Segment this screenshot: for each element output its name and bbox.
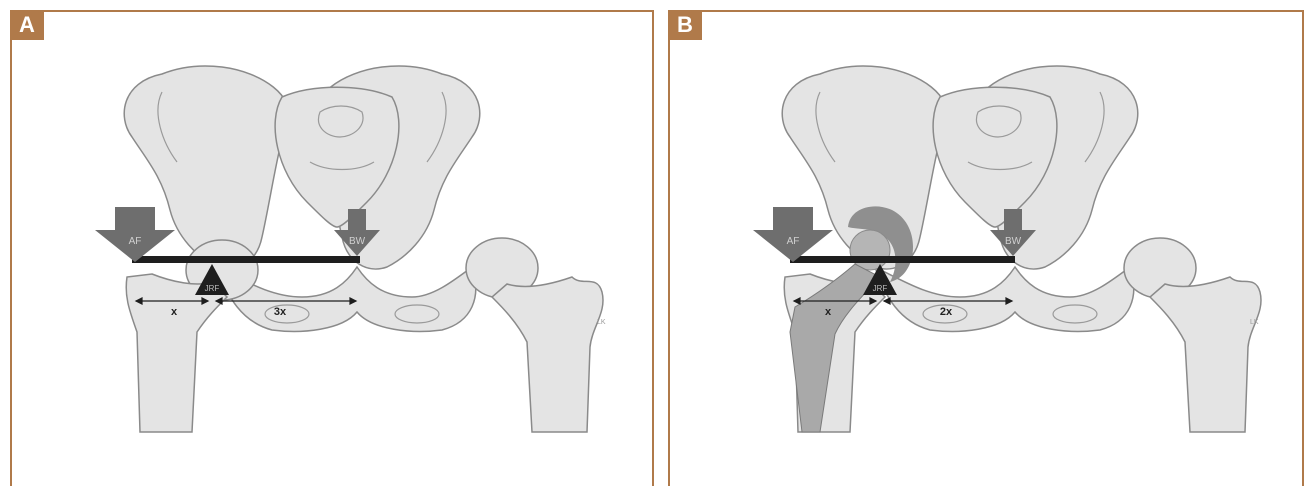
pelvis-lever-diagram-a: AF BW JRF x 3x LK xyxy=(12,12,652,488)
x-distance-label: x xyxy=(171,306,178,318)
y-distance-label: 2x xyxy=(940,306,953,318)
jrf-label: JRF xyxy=(205,284,220,293)
jrf-label: JRF xyxy=(873,284,888,293)
panel-b: B AF BW JRF xyxy=(668,10,1304,486)
panel-a: A xyxy=(10,10,654,486)
pelvis-illustration xyxy=(124,66,603,432)
pelvis-lever-diagram-b: AF BW JRF x 2x LK xyxy=(670,12,1302,488)
lever-beam xyxy=(132,256,360,263)
af-force-arrow xyxy=(753,207,833,262)
x-distance-label: x xyxy=(825,306,832,318)
af-force-arrow xyxy=(95,207,175,262)
corner-mark: LK xyxy=(597,319,606,326)
af-label: AF xyxy=(787,236,800,247)
af-label: AF xyxy=(129,236,142,247)
y-distance-label: 3x xyxy=(274,306,287,318)
corner-mark: LK xyxy=(1250,319,1259,326)
lever-beam xyxy=(790,256,1015,263)
bw-label: BW xyxy=(1005,236,1022,247)
bw-label: BW xyxy=(349,236,366,247)
